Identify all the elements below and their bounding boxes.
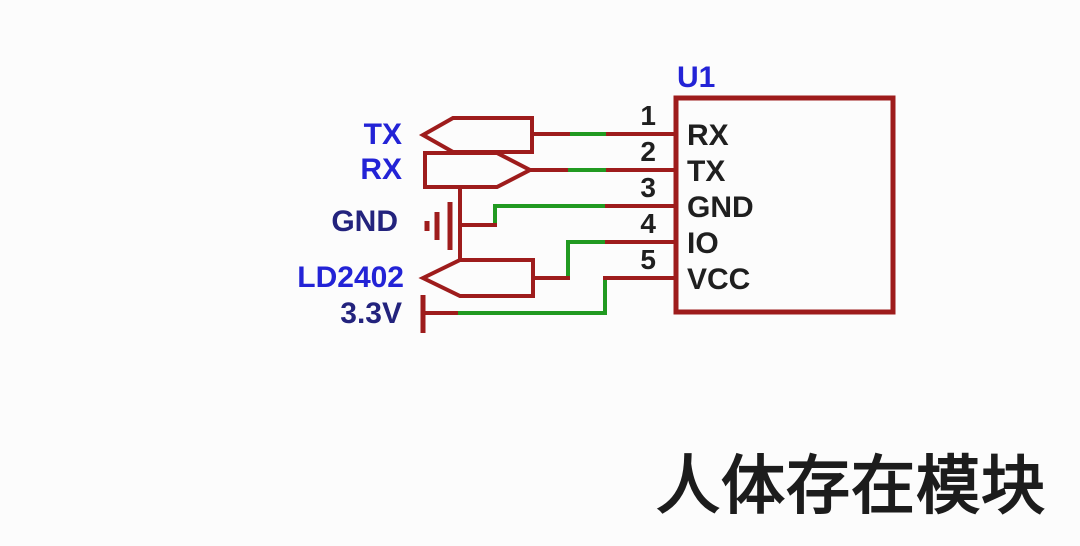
net-port-rx-shape bbox=[423, 151, 535, 189]
net-port-label-rx: RX bbox=[360, 153, 402, 186]
net-port-ld2402-shape bbox=[418, 258, 535, 298]
pin-name-io: IO bbox=[687, 227, 719, 260]
pin-name-gnd: GND bbox=[687, 191, 754, 224]
ground-symbol-icon bbox=[424, 202, 453, 250]
ground-label: GND bbox=[331, 205, 398, 238]
u1-component-body bbox=[673, 95, 896, 315]
net-port-tx-shape bbox=[418, 116, 534, 154]
component-designator: U1 bbox=[677, 61, 716, 94]
net-port-label-ld2402: LD2402 bbox=[297, 261, 404, 294]
pin-number-4: 4 bbox=[640, 208, 656, 239]
pin-number-1: 1 bbox=[640, 100, 656, 131]
net-port-label-tx: TX bbox=[363, 118, 402, 151]
pin-name-rx: RX bbox=[687, 119, 729, 152]
power-label-3v3: 3.3V bbox=[340, 297, 402, 330]
pin-name-vcc: VCC bbox=[687, 263, 751, 296]
pin-number-5: 5 bbox=[640, 244, 656, 275]
pin-name-tx: TX bbox=[687, 155, 726, 188]
pin-number-2: 2 bbox=[640, 136, 656, 167]
pin-number-3: 3 bbox=[640, 172, 656, 203]
schematic-title: 人体存在模块 bbox=[656, 450, 1046, 522]
